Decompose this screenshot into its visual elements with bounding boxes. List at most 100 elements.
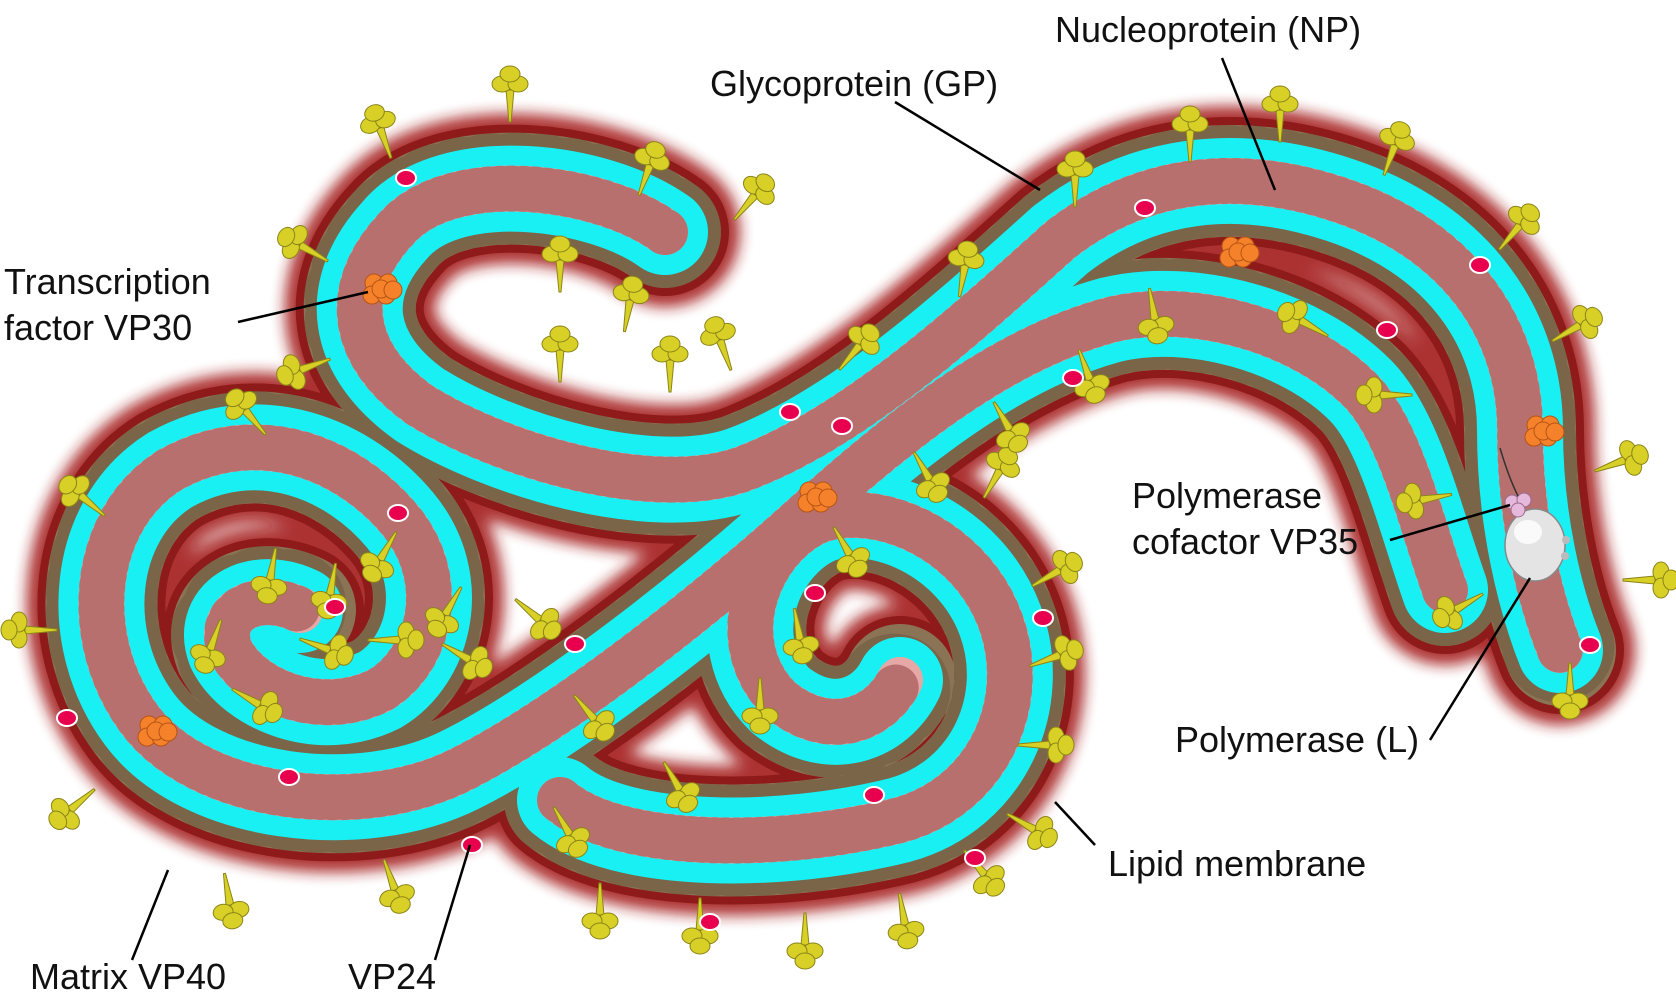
glycoprotein-spike xyxy=(250,547,288,605)
glycoprotein-spike xyxy=(541,325,579,383)
glycoprotein-spike xyxy=(1593,440,1649,476)
nucleoprotein-leader xyxy=(1220,57,1277,191)
glycoprotein-spike xyxy=(700,316,736,372)
glycoprotein-spike xyxy=(276,354,332,390)
vp24-dot xyxy=(1134,199,1156,217)
polymerase-l-knob xyxy=(1562,536,1570,544)
glycoprotein-spike xyxy=(1432,592,1484,630)
glycoprotein-spike xyxy=(581,882,619,940)
vp24-dot xyxy=(1469,256,1491,274)
glycoprotein-leader xyxy=(894,100,1041,192)
rna-strand xyxy=(1499,447,1519,497)
glycoprotein-spike xyxy=(541,235,579,293)
glycoprotein-spike xyxy=(491,65,529,123)
vp35-label-line2: cofactor VP35 xyxy=(1132,521,1359,562)
vp24-dot xyxy=(1376,321,1398,339)
glycoprotein-spike xyxy=(277,225,329,263)
glycoprotein-spike xyxy=(732,173,776,221)
glycoprotein-spike xyxy=(1355,376,1413,414)
glycoprotein-spike xyxy=(298,634,354,670)
vp24-dot xyxy=(387,504,409,522)
glycoprotein-spike xyxy=(947,240,985,298)
glycoprotein-spike xyxy=(912,451,950,503)
vp24-dot xyxy=(56,709,78,727)
vp24-proteins xyxy=(56,169,1601,931)
vp30-cluster xyxy=(797,481,838,513)
glycoprotein-spike xyxy=(552,806,590,858)
glycoprotein-spike xyxy=(1171,105,1209,163)
leader-lines xyxy=(130,57,1532,961)
glycoprotein-spike xyxy=(1031,550,1083,588)
glycoprotein-spike xyxy=(1028,635,1084,671)
vp24-dot xyxy=(395,169,417,187)
glycoprotein-spike xyxy=(741,677,779,735)
vp24-dot xyxy=(324,598,346,616)
glycoprotein-spike xyxy=(224,388,268,436)
vp35-leader xyxy=(1389,503,1511,542)
glycoprotein-spike xyxy=(651,335,689,393)
glycoprotein-spike xyxy=(58,474,106,518)
transcription-factor-label-line2: factor VP30 xyxy=(4,307,193,348)
glycoprotein-spike xyxy=(572,694,616,742)
vp24-dot xyxy=(779,403,801,421)
glycoprotein-spike xyxy=(782,607,820,665)
nucleoprotein-label: Nucleoprotein (NP) xyxy=(1055,9,1362,50)
glycoprotein-spike xyxy=(1551,662,1589,720)
polymerase-l xyxy=(1504,508,1566,582)
glycoprotein-spike xyxy=(360,104,396,160)
glycoprotein-spike xyxy=(1622,561,1676,599)
glycoprotein-spike xyxy=(786,912,824,970)
lipid-membrane-leader xyxy=(1054,801,1096,846)
glycoprotein-spike xyxy=(832,526,870,578)
glycoprotein-spike xyxy=(1017,726,1075,764)
vp24-dot xyxy=(1579,636,1601,654)
vp24-dot xyxy=(804,584,826,602)
glycoprotein-spike xyxy=(367,621,425,659)
vp30-cluster xyxy=(1524,415,1565,447)
vp24-dot xyxy=(863,786,885,804)
glycoprotein-spike xyxy=(0,611,58,649)
vp24-dot xyxy=(964,849,986,867)
polymerase-l-leader xyxy=(1428,577,1532,741)
glycoprotein-spike xyxy=(1006,812,1058,850)
glycoprotein-spikes xyxy=(0,65,1676,970)
vp30-cluster xyxy=(1219,236,1260,268)
vp30-proteins xyxy=(137,236,1565,747)
vp24-dot xyxy=(278,768,300,786)
glycoprotein-spike xyxy=(360,531,398,583)
vp30-leader xyxy=(237,290,369,324)
glycoprotein-spike xyxy=(837,323,881,371)
glycoprotein-spike xyxy=(1277,300,1329,338)
vp24-dot xyxy=(564,635,586,653)
glycoprotein-spike xyxy=(1056,150,1094,208)
vp30-cluster xyxy=(137,715,178,747)
matrix-vp40-leader xyxy=(130,869,170,961)
glycoprotein-spike xyxy=(1551,305,1603,343)
vp24-dot xyxy=(831,417,853,435)
vp24-dot xyxy=(1032,609,1054,627)
glycoprotein-spike xyxy=(887,892,925,950)
glycoprotein-spike xyxy=(514,597,562,641)
glycoprotein-spike xyxy=(379,858,415,914)
glycoprotein-spike xyxy=(1261,85,1299,143)
glycoprotein-spike xyxy=(441,642,493,680)
vp24-dot xyxy=(1062,369,1084,387)
polymerase-l-highlight xyxy=(1514,520,1542,544)
glycoprotein-spike xyxy=(1497,203,1541,251)
vp24-dot xyxy=(461,836,483,854)
glycoprotein-spike xyxy=(662,761,700,813)
vp35-subunit xyxy=(1510,502,1526,518)
matrix-vp40-label: Matrix VP40 xyxy=(30,956,227,997)
vp24-dot xyxy=(699,913,721,931)
lipid-membrane-label: Lipid membrane xyxy=(1108,843,1367,884)
glycoprotein-spike xyxy=(681,897,719,955)
polymerase-l-knob xyxy=(1561,552,1569,560)
vp24-leader xyxy=(433,844,472,961)
vp35-label-line1: Polymerase xyxy=(1132,475,1323,516)
transcription-factor-label-line1: Transcription xyxy=(4,261,211,302)
glycoprotein-spike xyxy=(1379,121,1415,177)
polymerase-l-label: Polymerase (L) xyxy=(1175,719,1420,760)
glycoprotein-spike xyxy=(212,872,250,930)
glycoprotein-spike xyxy=(1395,482,1453,520)
